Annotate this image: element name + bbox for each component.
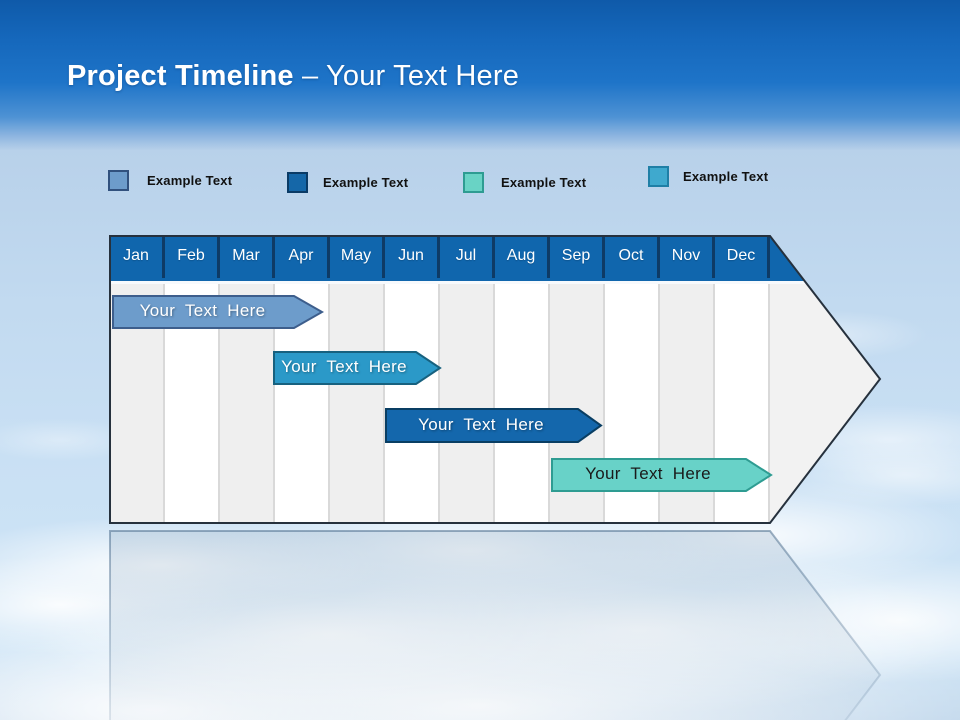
timeline-bar: Your Text Here <box>385 408 603 443</box>
month-cell-jan: Jan <box>110 236 165 278</box>
timeline-bar-label: Your Text Here <box>281 357 407 376</box>
legend-item: Example Text <box>287 172 408 193</box>
timeline-bar-label: Your Text Here <box>139 301 266 320</box>
legend-swatch-icon <box>463 172 484 193</box>
month-cell-jun: Jun <box>385 236 440 278</box>
title-band <box>0 0 960 150</box>
timeline-bar: Your Text Here <box>273 351 442 385</box>
legend-label: Example Text <box>147 173 233 188</box>
month-cell-nov: Nov <box>660 236 715 278</box>
page-title-regular: – Your Text Here <box>293 60 520 92</box>
legend-swatch-icon <box>287 172 308 193</box>
legend-label: Example Text <box>501 175 587 190</box>
legend-item: Example Text <box>463 172 586 193</box>
month-cell-dec: Dec <box>715 236 770 278</box>
timeline-bar: Your Text Here <box>551 458 773 492</box>
month-cell-feb: Feb <box>165 236 220 278</box>
legend-item: Example Text <box>648 166 768 187</box>
month-cell-apr: Apr <box>275 236 330 278</box>
month-cell-jul: Jul <box>440 236 495 278</box>
month-cell-may: May <box>330 236 385 278</box>
legend-label: Example Text <box>323 175 409 190</box>
timeline-bar-label: Your Text Here <box>585 464 711 483</box>
timeline-bar: Your Text Here <box>112 295 325 329</box>
month-cell-aug: Aug <box>495 236 550 278</box>
legend-swatch-icon <box>108 170 129 191</box>
month-cell-mar: Mar <box>220 236 275 278</box>
legend-label: Example Text <box>683 169 769 184</box>
timeline-bar-label: Your Text Here <box>418 415 544 434</box>
page-title: Project Timeline – Your Text Here <box>67 60 519 93</box>
legend-swatch-icon <box>648 166 669 187</box>
month-cell-sep: Sep <box>550 236 605 278</box>
page-title-bold: Project Timeline <box>67 60 294 92</box>
legend-item: Example Text <box>108 170 232 191</box>
month-cell-oct: Oct <box>605 236 660 278</box>
